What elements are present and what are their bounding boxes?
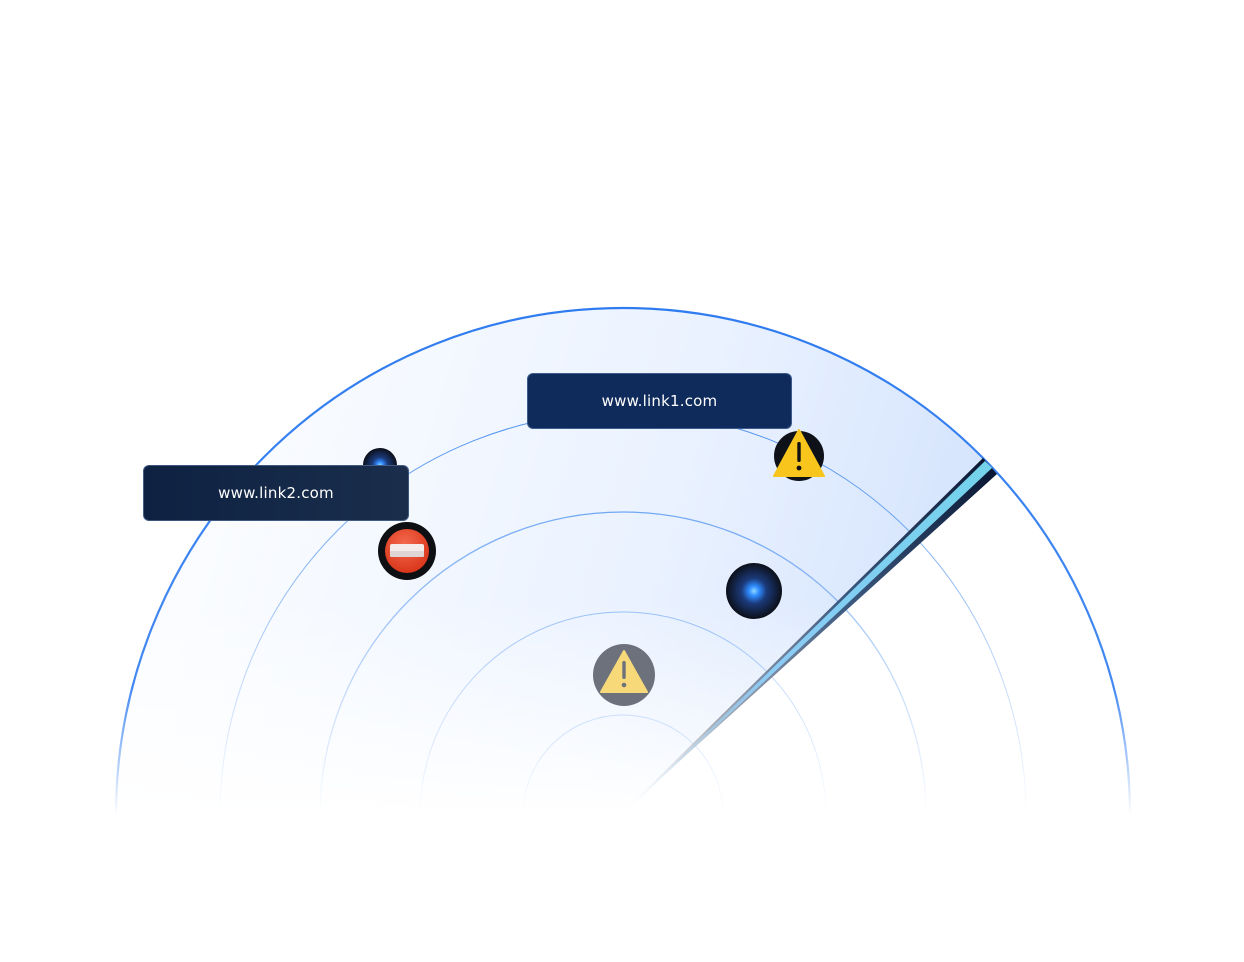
radar-sweep (620, 458, 997, 815)
link-label: www.link1.com (601, 392, 718, 410)
radar-ring-2 (419, 611, 827, 815)
radar-outer-ring (115, 307, 1131, 815)
link-label: www.link2.com (218, 484, 334, 502)
radar-ring-1 (522, 714, 724, 815)
warning-icon (773, 429, 825, 481)
radar-ring-3 (319, 511, 927, 815)
link-card-link2[interactable]: www.link2.com (143, 465, 409, 521)
no-entry-icon (378, 522, 436, 580)
link-card-link1[interactable]: www.link1.com (527, 373, 792, 429)
warning-icon (593, 644, 655, 706)
radar-blip-icon (726, 563, 782, 619)
